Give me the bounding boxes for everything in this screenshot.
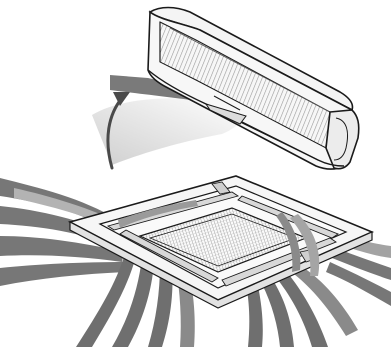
- wall-mounted-air-conditioner: [148, 8, 359, 170]
